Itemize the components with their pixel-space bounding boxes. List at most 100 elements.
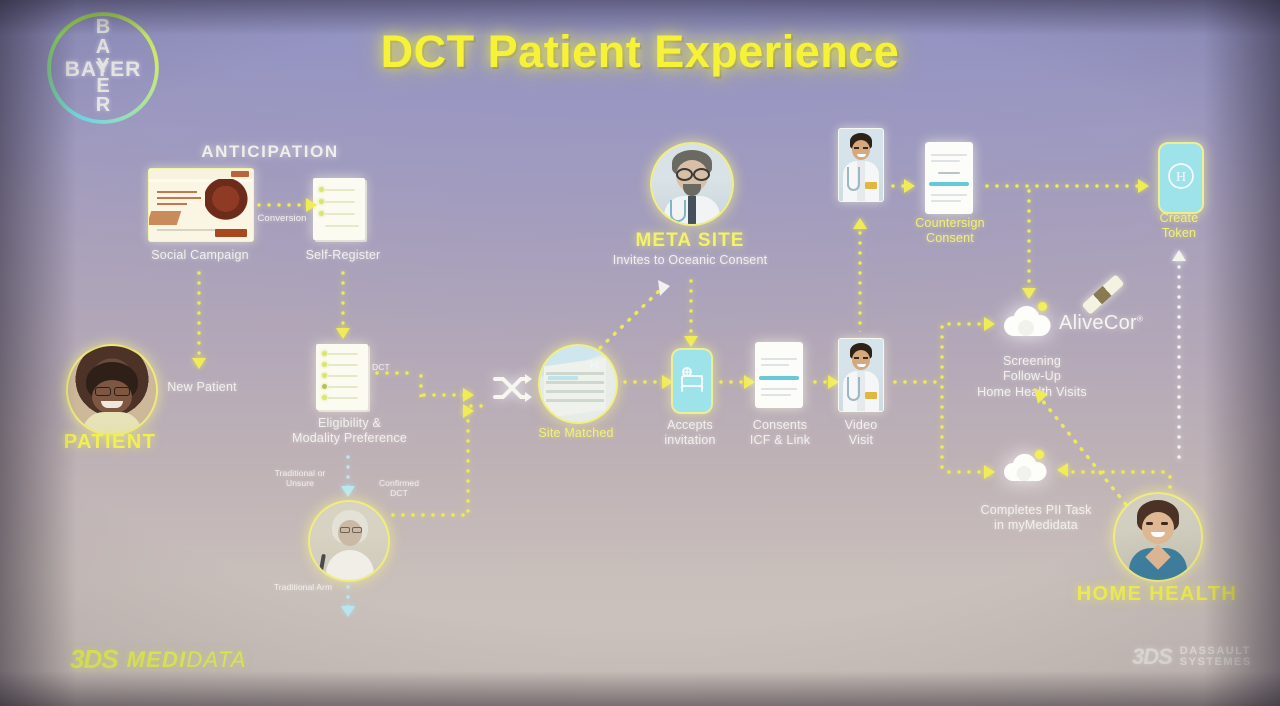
edge-label-traditional-arm: Traditional Arm — [273, 582, 333, 592]
label-social-campaign: Social Campaign — [151, 248, 249, 262]
edge-new-patient — [197, 268, 201, 360]
arrowhead-dct — [463, 388, 474, 402]
cloud-accent-dot-pii — [1035, 450, 1044, 459]
edge-label-confirmed-dct: Confirmed DCT — [378, 478, 420, 499]
bayer-logo: B A Y E R BAYER — [47, 12, 159, 124]
avatar-meta-site[interactable] — [650, 142, 734, 226]
alivecor-sensor-device — [1081, 274, 1125, 315]
arrowhead-return-to-create-token — [1172, 250, 1186, 261]
arrowhead-meta-site-to-accepts — [684, 336, 698, 347]
medidata-3ds-mark: 3DS — [70, 644, 119, 674]
site-matched-image[interactable]: H — [538, 344, 618, 424]
edge-branch-riser — [940, 322, 944, 382]
cloud-icon-pii[interactable] — [1000, 452, 1052, 484]
edge-countersign-to-token — [982, 184, 1140, 188]
slide-title: DCT Patient Experience — [380, 26, 900, 77]
countersign-consent-card[interactable] — [925, 142, 973, 214]
dassault-systemes-logo: 3DS DASSAULT SYSTEMES — [1132, 644, 1252, 670]
edge-home-health-riser — [1168, 472, 1172, 508]
alivecor-registered-mark: ® — [1136, 314, 1144, 324]
label-create-token: Create Token — [1159, 211, 1199, 241]
consents-card[interactable] — [755, 342, 803, 408]
medidata-word-bold: MEDI — [126, 646, 187, 672]
video-visit-thumbnail[interactable] — [838, 338, 884, 412]
edge-dct-run — [419, 393, 465, 397]
edge-traditional-or-unsure — [346, 452, 350, 488]
edge-label-new-patient: New Patient — [167, 380, 237, 394]
edge-confirmed-dct-run — [388, 513, 470, 517]
edge-branch-to-pii — [944, 470, 986, 474]
accepts-invitation-phone[interactable] — [671, 348, 713, 414]
edge-self-register-to-eligibility — [341, 268, 345, 330]
cloud-accent-dot-screening — [1038, 302, 1047, 311]
edge-token-line-to-alivecor — [1027, 186, 1031, 290]
avatar-traditional-arm[interactable] — [308, 500, 390, 582]
arrowhead-accepts-to-consents — [744, 375, 755, 389]
arrowhead-conversion — [306, 198, 317, 212]
bayer-logo-horizontal: BAYER — [64, 58, 142, 81]
bayer-logo-vertical: B A Y E R — [95, 16, 111, 116]
cloud-icon-screening[interactable] — [1000, 305, 1056, 339]
label-meta-site: META SITE — [635, 230, 745, 251]
arrowhead-branch-to-alivecor — [984, 317, 995, 331]
label-consents: Consents ICF & Link — [749, 418, 811, 448]
arrowhead-home-health-to-pii — [1057, 463, 1068, 477]
edge-site-to-meta-site — [598, 280, 670, 350]
avatar-patient[interactable] — [66, 344, 158, 436]
dassault-line1: DASSAULT — [1179, 644, 1251, 657]
label-screening-followup: Screening Follow-Up Home Health Visits — [977, 354, 1087, 399]
arrowhead-confirmed-dct — [463, 404, 474, 418]
edge-branch-to-alivecor — [944, 322, 986, 326]
arrowhead-countersign-to-token — [1138, 179, 1149, 193]
arrowhead-site-to-accepts — [662, 375, 673, 389]
alivecor-wordmark: AliveCor® — [1059, 312, 1143, 335]
edge-meta-site-to-accepts — [689, 276, 693, 338]
edge-confirmed-dct-top — [466, 404, 484, 408]
edge-label-traditional-or-unsure: Traditional or Unsure — [274, 468, 326, 489]
edge-dct-riser — [419, 371, 423, 397]
eligibility-document[interactable] — [316, 344, 368, 410]
bed-plus-icon — [681, 367, 703, 392]
dassault-wordmark: DASSAULT SYSTEMES — [1179, 644, 1252, 669]
arrowhead-new-patient — [192, 358, 206, 369]
arrowhead-traditional-or-unsure — [341, 486, 355, 497]
edge-clinician-to-countersign — [888, 184, 906, 188]
label-accepts-invitation: Accepts invitation — [664, 418, 716, 448]
section-header-anticipation: ANTICIPATION — [201, 142, 339, 161]
dassault-3ds-mark: 3DS — [1132, 644, 1173, 669]
edge-label-conversion: Conversion — [257, 213, 307, 224]
edge-site-to-accepts — [620, 380, 664, 384]
arrowhead-clinician-to-countersign — [904, 179, 915, 193]
label-completes-pii: Completes PII Task in myMedidata — [980, 503, 1092, 533]
edge-confirmed-dct-riser — [466, 406, 470, 515]
alivecor-text: AliveCor — [1059, 312, 1137, 334]
label-meta-site-sub: Invites to Oceanic Consent — [612, 253, 768, 267]
dassault-line2: SYSTEMES — [1179, 656, 1252, 668]
hospital-h-icon: H — [1168, 163, 1194, 189]
label-patient: PATIENT — [63, 431, 157, 453]
social-campaign-thumbnail[interactable] — [148, 168, 254, 242]
label-eligibility-modality: Eligibility & Modality Preference — [292, 416, 407, 446]
edge-video-to-branch — [890, 380, 942, 384]
edge-conversion — [254, 203, 306, 207]
edge-accepts-to-consents — [716, 380, 746, 384]
svg-text:H: H — [1176, 170, 1186, 185]
label-home-health: HOME HEALTH — [1076, 583, 1238, 605]
label-countersign-consent: Countersign Consent — [915, 216, 985, 246]
create-token-phone[interactable]: H — [1158, 142, 1204, 214]
label-site-matched: Site Matched — [538, 426, 614, 440]
arrowhead-self-register-to-eligibility — [336, 328, 350, 339]
arrowhead-token-line-to-alivecor — [1022, 288, 1036, 299]
edge-consents-to-video — [810, 380, 830, 384]
edge-branch-downriser — [940, 382, 944, 472]
medidata-wordmark: MEDIDATA — [127, 647, 247, 673]
arrowhead-branch-to-pii — [984, 465, 995, 479]
edge-traditional-arm — [346, 582, 350, 610]
self-register-document[interactable] — [313, 178, 365, 240]
site-clinician-thumbnail[interactable] — [838, 128, 884, 202]
edge-label-dct: DCT — [372, 362, 390, 372]
avatar-home-health[interactable] — [1113, 492, 1203, 582]
shuffle-icon — [492, 372, 532, 404]
edge-home-health-to-pii — [1068, 470, 1170, 474]
